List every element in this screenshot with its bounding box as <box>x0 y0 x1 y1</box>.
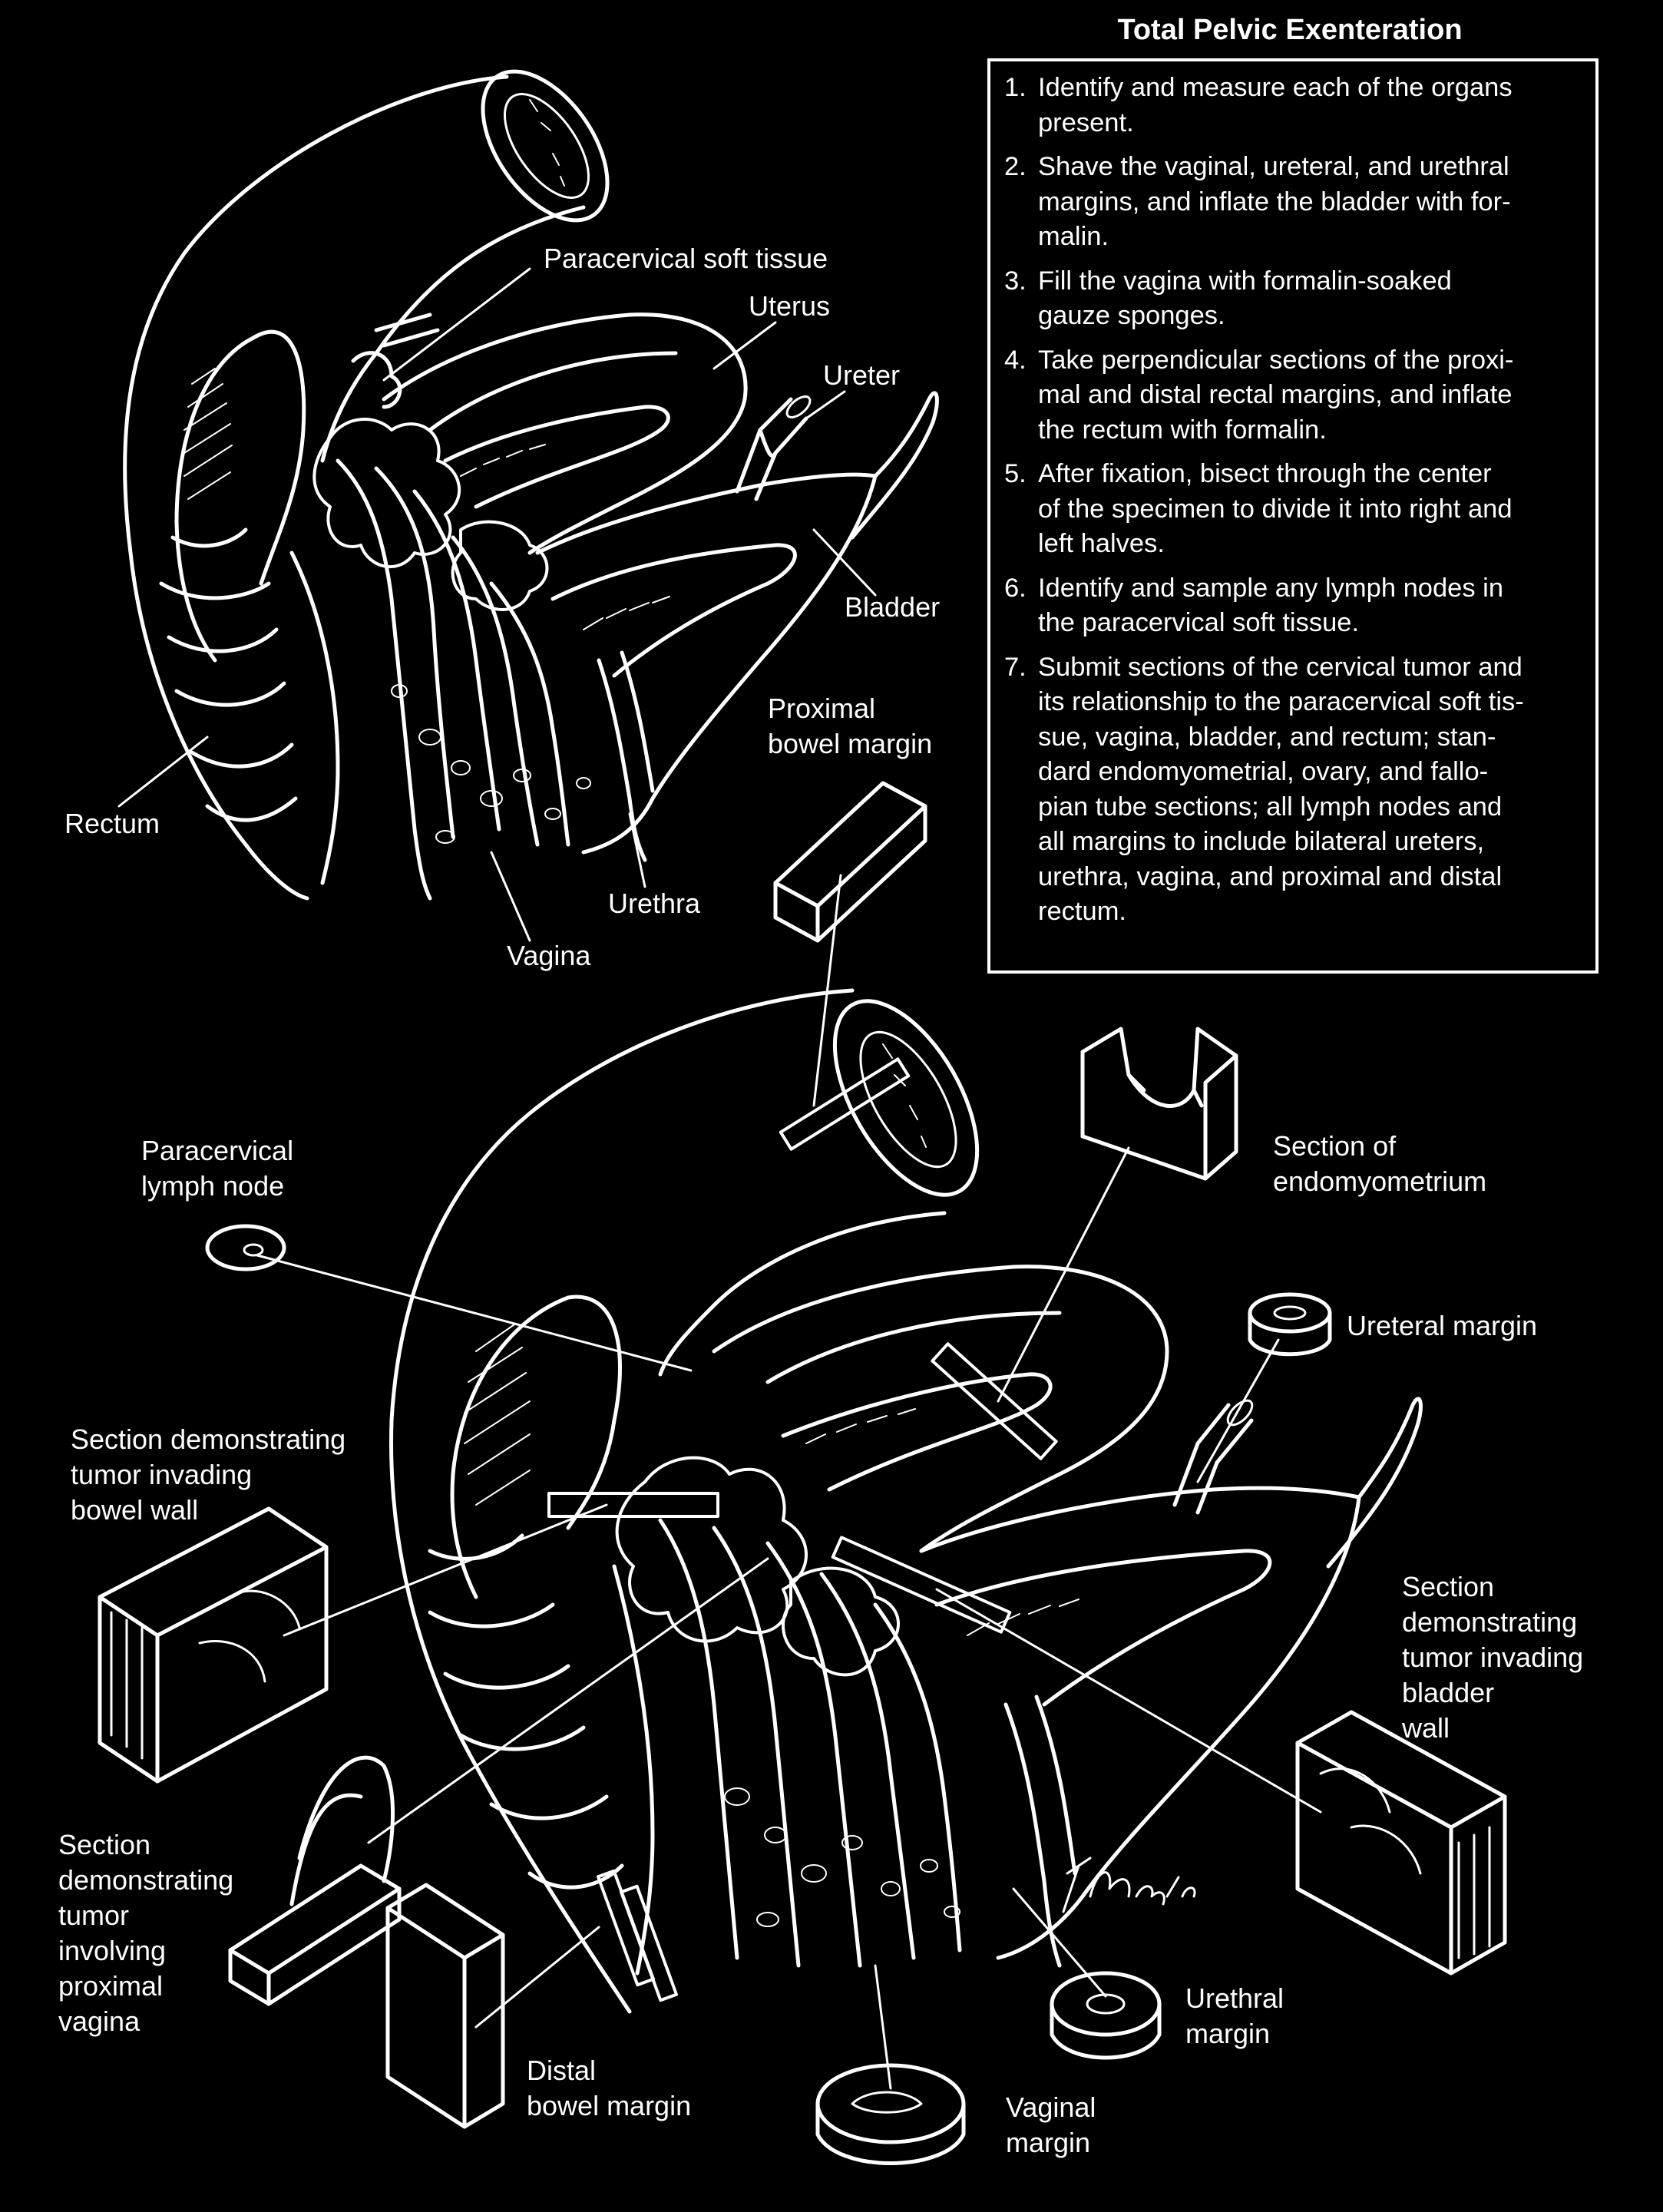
label-section-bowel-wall: Section demonstrating tumor invading bow… <box>71 1423 346 1526</box>
bladder-outline <box>535 472 878 855</box>
protocol-steps-box: 1. Identify and measure each of the organ… <box>987 58 1599 974</box>
protocol-step: 1. Identify and measure each of the organ… <box>1004 71 1582 141</box>
protocol-step: 4. Take perpendicular sections of the pro… <box>1004 343 1582 448</box>
lymph-node <box>205 1224 286 1271</box>
distal-bowel-margin-block <box>385 1883 505 2129</box>
label-vaginal-margin: Vaginal margin <box>1006 2091 1096 2158</box>
label-section-endomyometrium: Section of endomyometrium <box>1273 1130 1487 1197</box>
label-uterus: Uterus <box>749 290 831 322</box>
ureteral-margin-disc <box>1248 1292 1332 1357</box>
step-text: Identify and measure each of the organs … <box>1038 73 1513 137</box>
bowel-wall-section-block <box>98 1506 329 1784</box>
label-section-bladder-wall: Section demonstrating tumor invading bla… <box>1402 1571 1584 1744</box>
label-ureteral-margin: Ureteral margin <box>1347 1310 1538 1341</box>
label-ureter: Ureter <box>823 359 901 391</box>
label-section-proximal-vagina: Section demonstrating tumor involving pr… <box>58 1829 234 2037</box>
ureter-drawing <box>1195 1403 1254 1465</box>
bowel-cut-end <box>832 999 980 1197</box>
label-vagina: Vagina <box>507 940 591 971</box>
step-number: 1. <box>1004 73 1027 102</box>
step-text: After fixation, bisect through the cente… <box>1038 459 1513 558</box>
step-text: Fill the vagina with formalin-soaked gau… <box>1038 266 1452 331</box>
artist-signature <box>1062 1857 1196 1913</box>
label-urethral-margin: Urethral margin <box>1185 1982 1284 2049</box>
proximal-margin-cut <box>779 1057 911 1151</box>
step-number: 6. <box>1004 573 1027 603</box>
label-rectum: Rectum <box>64 808 160 839</box>
uterus-outline <box>382 312 748 555</box>
vaginal-margin-disc <box>815 2063 966 2165</box>
protocol-step: 3. Fill the vagina with formalin-soaked g… <box>1004 264 1582 334</box>
endomyometrium-block <box>1080 1027 1238 1181</box>
protocol-step: 5. After fixation, bisect through the cen… <box>1004 457 1582 562</box>
step-text: Take perpendicular sections of the proxi… <box>1038 345 1514 445</box>
uterus-outline <box>712 1265 1169 1553</box>
step-number: 5. <box>1004 459 1027 488</box>
step-text: Submit sections of the cervical tumor an… <box>1038 652 1524 927</box>
cervical-tumor <box>615 1456 808 1643</box>
step-number: 3. <box>1004 266 1027 296</box>
label-proximal-bowel-margin: Proximal bowel margin <box>768 693 933 759</box>
label-distal-bowel-margin: Distal bowel margin <box>527 2055 692 2121</box>
proximal-bowel-margin-block <box>773 781 927 943</box>
label-paracervical-soft-tissue: Paracervical soft tissue <box>544 243 828 274</box>
distal-margin-cut-2 <box>620 1884 678 2002</box>
label-bladder: Bladder <box>845 591 941 623</box>
bladder-outline <box>919 1486 1361 1960</box>
step-number: 7. <box>1004 652 1027 682</box>
protocol-step: 7. Submit sections of the cervical tumor … <box>1004 650 1582 930</box>
bowel-cut-end <box>481 69 610 223</box>
bottom-specimen-drawing <box>389 988 1423 2014</box>
step-text: Shave the vaginal, ureteral, and urethra… <box>1038 152 1511 251</box>
protocol-title: Total Pelvic Exenteration <box>1117 14 1463 46</box>
ureter-drawing <box>758 397 808 458</box>
label-paracervical-lymph-node: Paracervical lymph node <box>141 1135 294 1202</box>
urethral-margin-disc <box>1050 1971 1162 2060</box>
top-leader-lines <box>117 267 877 942</box>
protocol-step: 6. Identify and sample any lymph nodes in… <box>1004 571 1582 641</box>
bladder-wall-cut <box>831 1536 1012 1634</box>
protocol-step: 2. Shave the vaginal, ureteral, and ureth… <box>1004 150 1582 255</box>
step-number: 4. <box>1004 345 1027 375</box>
cervical-tumor <box>312 418 461 568</box>
section-blocks <box>98 781 1507 2165</box>
step-text: Identify and sample any lymph nodes in t… <box>1038 573 1504 638</box>
label-urethra: Urethra <box>608 888 701 919</box>
bladder-wall-section-block <box>1295 1710 1507 1976</box>
bowel-wall-cut <box>547 1492 719 1518</box>
bottom-leader-lines <box>256 874 1322 2090</box>
step-number: 2. <box>1004 152 1027 181</box>
top-specimen-drawing <box>123 69 939 901</box>
proximal-vagina-section-block <box>228 1755 402 2006</box>
